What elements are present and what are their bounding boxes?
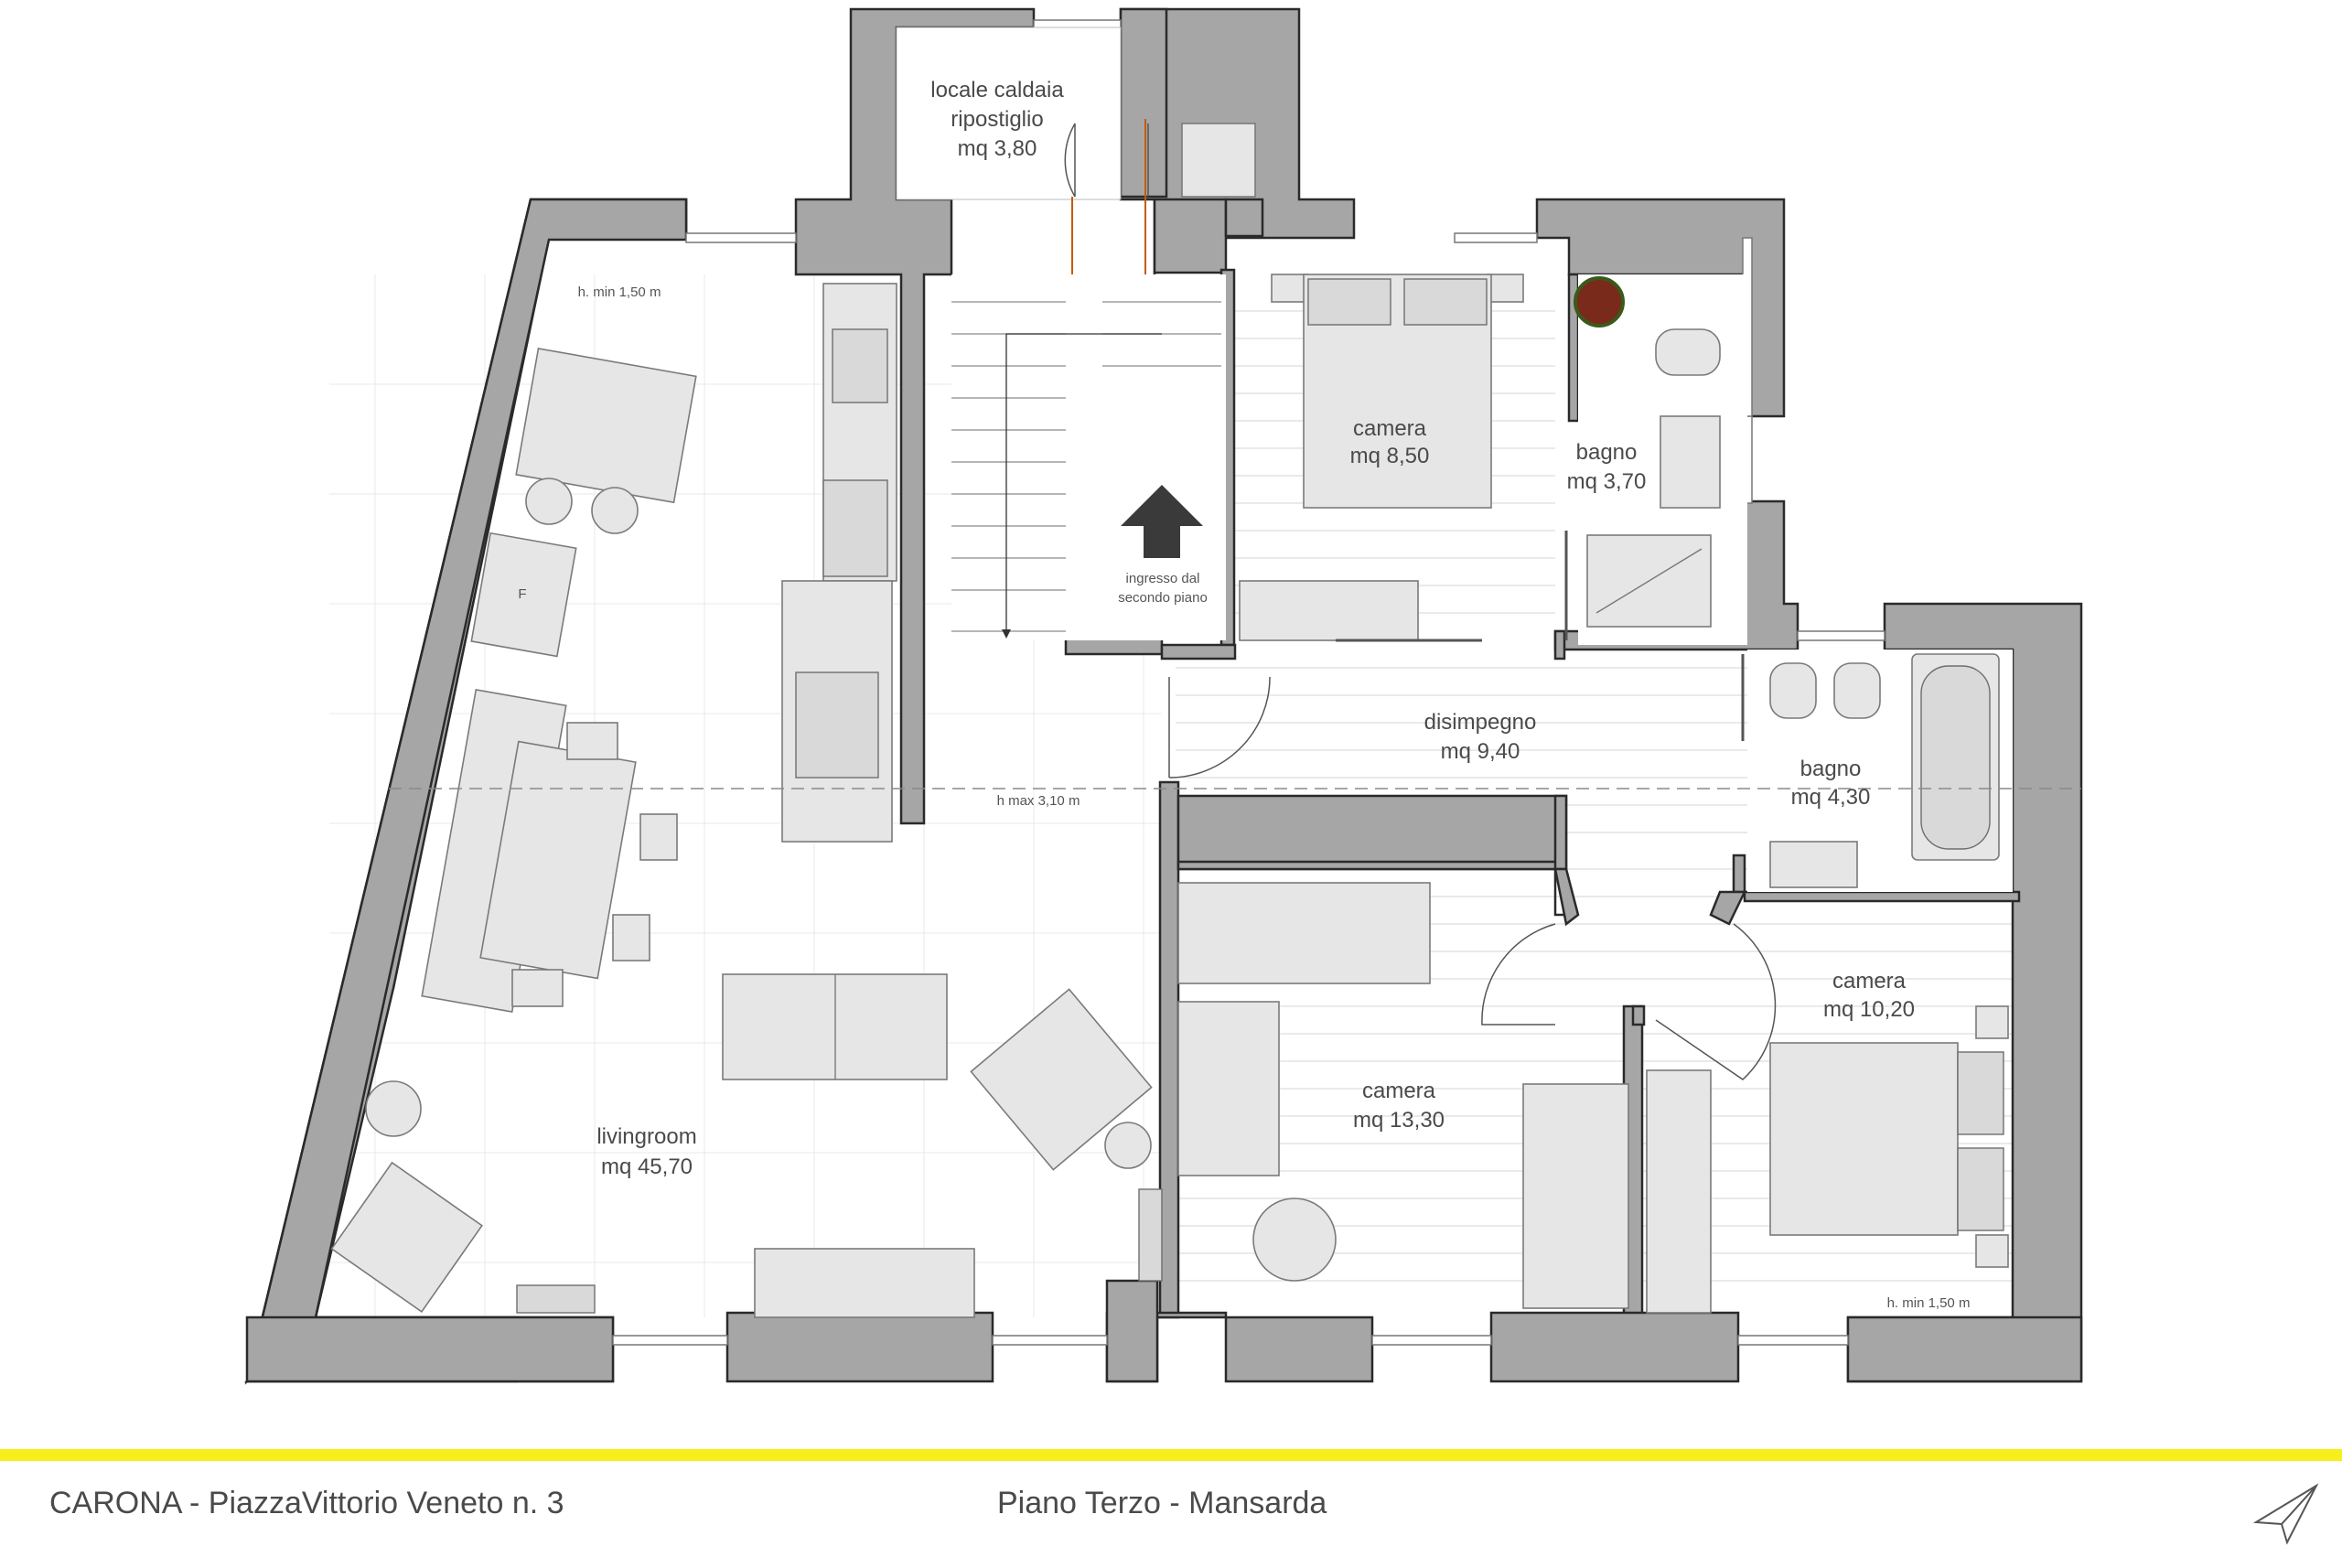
kitchen-living-furniture	[330, 283, 1163, 1318]
room-bagno-1-name: bagno	[1576, 440, 1638, 465]
double-bed-2	[1769, 1042, 1959, 1236]
room-camera-1-name: camera	[1353, 416, 1427, 441]
room-livingroom-area: mq 45,70	[601, 1155, 693, 1179]
corner-armchair	[330, 1161, 483, 1314]
kitchen-table	[515, 348, 697, 504]
footer-address: CARONA - PiazzaVittorio Veneto n. 3	[49, 1486, 564, 1520]
up-arrow-icon	[1121, 485, 1203, 558]
room-camera-3-area: mq 13,30	[1353, 1108, 1445, 1133]
room-camera-2-name: camera	[1832, 969, 1907, 993]
bedroom-1-furniture	[1239, 274, 1524, 642]
bedroom-2-furniture	[1646, 923, 2009, 1314]
sink-kitchen-icon	[832, 328, 888, 403]
boiler-door	[1064, 123, 1149, 198]
radiator-icon	[516, 1284, 596, 1314]
toilet-icon-2	[1833, 662, 1881, 719]
tv-cabinet	[754, 1248, 975, 1318]
wardrobe-2	[1646, 1069, 1712, 1314]
radiator-icon-2	[1138, 1188, 1163, 1282]
toilet-icon	[1655, 328, 1721, 376]
note-entry-line1: ingresso dal	[1126, 571, 1200, 586]
bidet-icon	[1769, 662, 1817, 719]
single-bed-2	[1177, 1001, 1280, 1176]
hob-icon	[822, 479, 888, 577]
room-livingroom-name: livingroom	[596, 1124, 696, 1149]
plan-notes: h. min 1,50 m h max 3,10 m h. min 1,50 m…	[518, 285, 1970, 1311]
room-bagno-2-area: mq 4,30	[1791, 785, 1871, 810]
note-entry-line2: secondo piano	[1118, 590, 1208, 606]
room-locale-caldaia-line2: ripostiglio	[951, 107, 1043, 132]
single-bed-1	[1177, 882, 1431, 984]
boiler-room	[896, 27, 1256, 200]
footer-floor-title: Piano Terzo - Mansarda	[997, 1486, 1327, 1520]
room-camera-3-name: camera	[1362, 1079, 1436, 1103]
desk	[1522, 1083, 1629, 1309]
chair-icon	[1252, 1197, 1337, 1282]
plant-icon	[1574, 276, 1625, 328]
fridge-label: F	[518, 586, 526, 602]
room-bagno-2-name: bagno	[1800, 757, 1862, 781]
room-disimpegno-name: disimpegno	[1424, 710, 1537, 735]
room-bagno-1-area: mq 3,70	[1567, 469, 1647, 494]
note-h-min-left: h. min 1,50 m	[578, 285, 661, 300]
sink-icon-2	[1769, 841, 1858, 888]
room-camera-1-area: mq 8,50	[1350, 444, 1430, 468]
boiler-unit	[1181, 123, 1256, 198]
note-h-min-right: h. min 1,50 m	[1887, 1295, 1971, 1311]
bedroom-3-furniture	[1177, 882, 1629, 1309]
room-disimpegno-area: mq 9,40	[1441, 739, 1520, 764]
corridor-doors	[1168, 654, 1745, 779]
bathroom-2-fixtures	[1747, 650, 2013, 892]
room-labels: locale caldaia ripostiglio mq 3,80 camer…	[596, 78, 1915, 1179]
bathroom-1-fixtures	[1564, 274, 1747, 645]
wardrobe	[1239, 580, 1419, 641]
armchair	[970, 988, 1153, 1171]
oven-icon	[795, 671, 879, 779]
room-camera-2-area: mq 10,20	[1823, 997, 1915, 1022]
room-locale-caldaia-line1: locale caldaia	[930, 78, 1064, 102]
paper-plane-icon	[2252, 1483, 2319, 1545]
fridge	[470, 532, 577, 658]
note-h-max: h max 3,10 m	[997, 793, 1080, 809]
sink-icon	[1660, 415, 1721, 509]
staircase	[951, 119, 1226, 640]
footer-accent-bar	[0, 1449, 2342, 1461]
room-locale-caldaia-area: mq 3,80	[958, 136, 1037, 161]
